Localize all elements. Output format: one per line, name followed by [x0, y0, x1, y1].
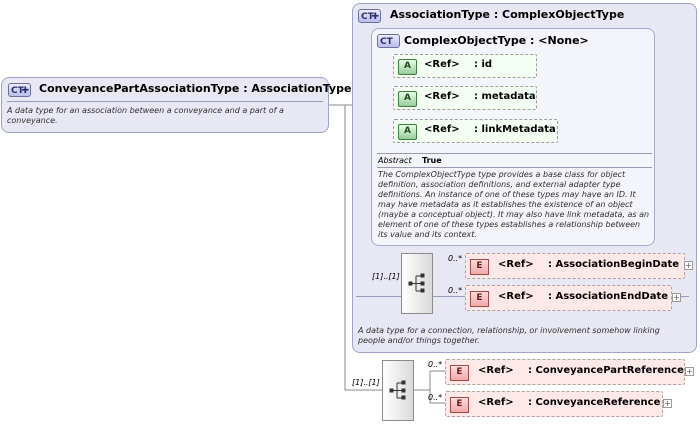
attribute-name: : linkMetadata [474, 124, 556, 135]
complex-type-icon: CT✚ [358, 9, 381, 23]
element-conveyance-part-reference[interactable]: E <Ref> : ConveyancePartReference [445, 359, 685, 385]
root-type-description: A data type for an association between a… [7, 106, 284, 125]
element-conveyance-reference[interactable]: E <Ref> : ConveyanceReference [445, 391, 663, 417]
expand-plus-icon[interactable]: + [684, 261, 693, 270]
element-name: : AssociationBeginDate [548, 259, 680, 270]
association-type-description: A data type for a connection, relationsh… [358, 326, 660, 345]
sequence-compositor[interactable] [382, 360, 414, 421]
attribute-ref: <Ref> [424, 124, 460, 135]
complex-type-icon: CT [377, 34, 400, 48]
divider [377, 167, 652, 168]
element-ref: <Ref> [478, 365, 514, 376]
element-cardinality: 0..* [428, 393, 443, 402]
expand-plus-icon[interactable]: + [685, 367, 694, 376]
root-complex-type[interactable]: CT✚ ConveyancePartAssociationType : Asso… [1, 77, 351, 133]
abstract-value: True [422, 156, 442, 165]
sequence-compositor-icon [389, 380, 406, 400]
element-cardinality: 0..* [448, 254, 463, 263]
attribute-ref: <Ref> [424, 91, 460, 102]
attribute-icon: A [398, 91, 417, 107]
element-ref: <Ref> [498, 259, 534, 270]
divider [7, 101, 323, 102]
attribute-id[interactable]: A <Ref> : id [393, 54, 537, 78]
abstract-label: Abstract [378, 156, 412, 165]
association-type-title: AssociationType : ComplexObjectType [390, 8, 625, 21]
expand-plus-icon[interactable]: + [672, 293, 681, 302]
complex-type-icon: CT✚ [8, 83, 31, 97]
element-name: : ConveyanceReference [528, 397, 661, 408]
element-association-begin-date[interactable]: E <Ref> : AssociationBeginDate [465, 253, 685, 279]
element-association-end-date[interactable]: E <Ref> : AssociationEndDate [465, 285, 672, 311]
element-cardinality: 0..* [448, 286, 463, 295]
element-icon: E [470, 259, 489, 275]
sequence-compositor[interactable] [401, 253, 433, 314]
root-type-title: ConveyancePartAssociationType : Associat… [39, 82, 352, 95]
element-cardinality: 0..* [428, 360, 443, 369]
element-ref: <Ref> [478, 397, 514, 408]
complex-object-type-description: The ComplexObjectType type provides a ba… [378, 170, 650, 239]
element-icon: E [450, 397, 469, 413]
attribute-metadata[interactable]: A <Ref> : metadata [393, 86, 537, 110]
element-icon: E [450, 365, 469, 381]
attribute-name: : metadata [474, 91, 536, 102]
attribute-icon: A [398, 59, 417, 75]
element-ref: <Ref> [498, 291, 534, 302]
complex-object-type-title: ComplexObjectType : <None> [404, 34, 589, 47]
element-name: : AssociationEndDate [548, 291, 669, 302]
sequence-compositor-icon [408, 273, 425, 293]
divider [377, 153, 652, 154]
element-icon: E [470, 291, 489, 307]
expand-plus-icon[interactable]: + [663, 399, 672, 408]
attribute-link-metadata[interactable]: A <Ref> : linkMetadata [393, 119, 558, 143]
sequence-multiplicity: [1]..[1] [352, 378, 380, 387]
sequence-multiplicity: [1]..[1] [372, 272, 400, 281]
element-name: : ConveyancePartReference [528, 365, 684, 376]
attribute-icon: A [398, 124, 417, 140]
attribute-ref: <Ref> [424, 59, 460, 70]
attribute-name: : id [474, 59, 493, 70]
